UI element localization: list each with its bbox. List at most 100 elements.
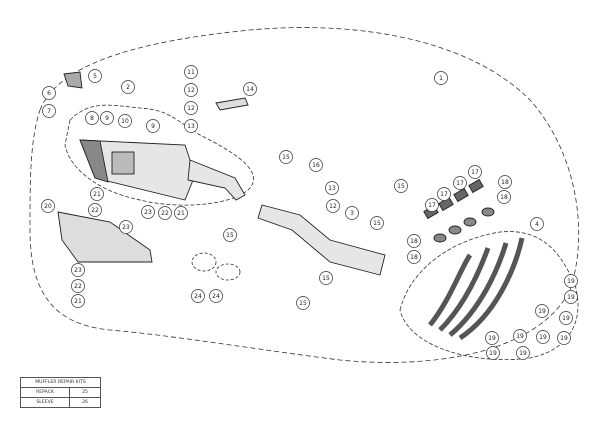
callout-16: 16 bbox=[309, 158, 323, 172]
callout-circle bbox=[319, 271, 333, 285]
callout-number: 23 bbox=[144, 209, 152, 216]
callout-22: 22 bbox=[88, 203, 102, 217]
callout-number: 18 bbox=[410, 238, 418, 245]
callout-18: 18 bbox=[497, 190, 511, 204]
callout-circle bbox=[100, 111, 114, 125]
callout-20: 20 bbox=[41, 199, 55, 213]
callout-circle bbox=[90, 187, 104, 201]
callout-circle bbox=[42, 86, 56, 100]
callout-4: 4 bbox=[530, 217, 544, 231]
callout-19: 19 bbox=[516, 346, 530, 360]
callout-circle bbox=[174, 206, 188, 220]
callout-number: 21 bbox=[93, 191, 101, 198]
callout-23: 23 bbox=[141, 205, 155, 219]
callout-circle bbox=[158, 206, 172, 220]
callout-number: 3 bbox=[350, 210, 354, 217]
callout-number: 12 bbox=[187, 87, 195, 94]
callout-number: 17 bbox=[428, 202, 436, 209]
callout-number: 24 bbox=[212, 293, 220, 300]
callout-number: 15 bbox=[373, 220, 381, 227]
callout-number: 6 bbox=[47, 90, 51, 97]
callout-circle bbox=[243, 82, 257, 96]
callout-number: 19 bbox=[567, 278, 575, 285]
callout-15: 15 bbox=[223, 228, 237, 242]
callout-circle bbox=[485, 331, 499, 345]
bracket-14 bbox=[215, 97, 249, 111]
bracket-5 bbox=[63, 71, 83, 89]
callout-circle bbox=[425, 198, 439, 212]
callout-14: 14 bbox=[243, 82, 257, 96]
callout-number: 10 bbox=[121, 118, 129, 125]
callout-number: 22 bbox=[161, 210, 169, 217]
callout-number: 16 bbox=[312, 162, 320, 169]
callout-circle bbox=[209, 289, 223, 303]
callout-13: 13 bbox=[325, 181, 339, 195]
callout-18: 18 bbox=[407, 234, 421, 248]
callout-number: 5 bbox=[93, 73, 97, 80]
muffler-outline-2 bbox=[64, 104, 254, 206]
callout-number: 24 bbox=[194, 293, 202, 300]
callout-number: 23 bbox=[122, 224, 130, 231]
gaskets-17 bbox=[423, 178, 484, 220]
callout-circle bbox=[119, 220, 133, 234]
callout-17: 17 bbox=[437, 187, 451, 201]
callout-number: 19 bbox=[488, 335, 496, 342]
callout-number: 12 bbox=[329, 203, 337, 210]
callout-circle bbox=[557, 331, 571, 345]
callout-number: 15 bbox=[322, 275, 330, 282]
callout-22: 22 bbox=[71, 279, 85, 293]
muffler-endcap bbox=[79, 139, 109, 183]
callout-circle bbox=[309, 158, 323, 172]
callout-circle bbox=[191, 289, 205, 303]
callout-19: 19 bbox=[559, 311, 573, 325]
callout-number: 22 bbox=[91, 207, 99, 214]
callout-circle bbox=[71, 279, 85, 293]
callout-19: 19 bbox=[536, 330, 550, 344]
callout-10: 10 bbox=[118, 114, 132, 128]
callout-number: 13 bbox=[187, 123, 195, 130]
callout-9: 9 bbox=[100, 111, 114, 125]
callout-19: 19 bbox=[557, 331, 571, 345]
callout-3: 3 bbox=[345, 206, 359, 220]
callout-circle bbox=[407, 250, 421, 264]
callout-19: 19 bbox=[535, 304, 549, 318]
callout-number: 12 bbox=[187, 105, 195, 112]
callout-number: 19 bbox=[567, 294, 575, 301]
callout-number: 23 bbox=[74, 267, 82, 274]
callout-18: 18 bbox=[498, 175, 512, 189]
callout-circle bbox=[437, 187, 451, 201]
assembly-outline-1 bbox=[29, 27, 580, 363]
callout-11: 11 bbox=[184, 65, 198, 79]
callout-circle bbox=[536, 330, 550, 344]
callout-circle bbox=[564, 274, 578, 288]
callout-24: 24 bbox=[209, 289, 223, 303]
callout-2: 2 bbox=[121, 80, 135, 94]
callout-circle bbox=[497, 190, 511, 204]
callout-8: 8 bbox=[85, 111, 99, 125]
header-outline-4 bbox=[399, 231, 579, 361]
callout-number: 7 bbox=[47, 108, 51, 115]
callout-19: 19 bbox=[513, 329, 527, 343]
callout-15: 15 bbox=[370, 216, 384, 230]
callout-12: 12 bbox=[326, 199, 340, 213]
callout-number: 19 bbox=[489, 350, 497, 357]
callout-24: 24 bbox=[191, 289, 205, 303]
callout-circle bbox=[453, 176, 467, 190]
callout-1: 1 bbox=[434, 71, 448, 85]
callout-12: 12 bbox=[184, 83, 198, 97]
callout-circle bbox=[85, 111, 99, 125]
bracket-outline-24a bbox=[191, 252, 217, 272]
callout-23: 23 bbox=[119, 220, 133, 234]
callout-number: 19 bbox=[539, 334, 547, 341]
callout-circle bbox=[41, 199, 55, 213]
callout-circle bbox=[42, 104, 56, 118]
callout-number: 11 bbox=[187, 69, 195, 76]
callout-18: 18 bbox=[407, 250, 421, 264]
callout-number: 19 bbox=[516, 333, 524, 340]
callout-9: 9 bbox=[146, 119, 160, 133]
callout-23: 23 bbox=[71, 263, 85, 277]
callout-circle bbox=[498, 175, 512, 189]
